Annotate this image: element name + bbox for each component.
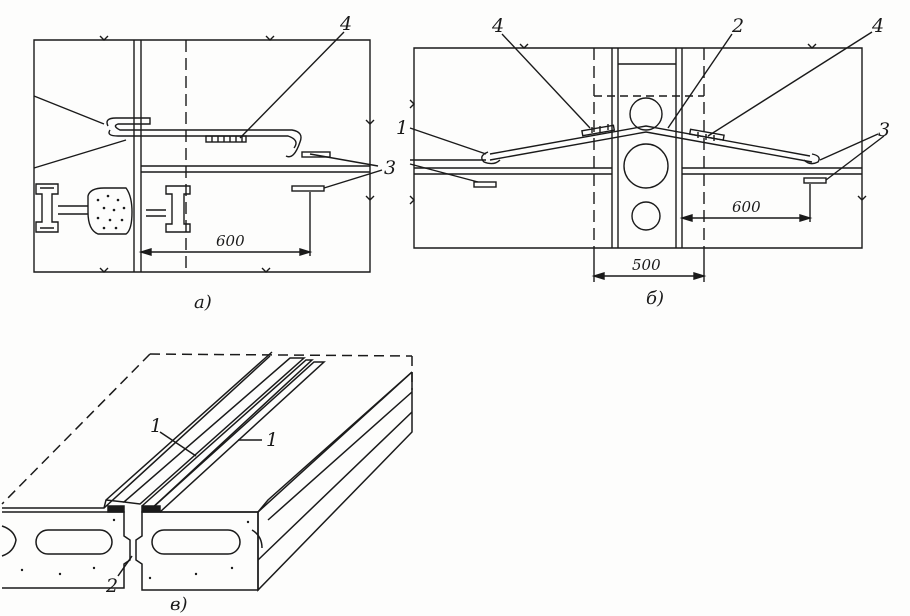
panel-b-anchor-loop: [803, 177, 827, 184]
panel-c-callout-1-right: 1: [266, 429, 278, 451]
panel-b-weld-plate: [688, 128, 725, 141]
panel-c-break-edge: [1, 353, 151, 505]
panel-a-outline: [33, 39, 371, 273]
panel-b-break-mark-top: [519, 43, 817, 49]
panel-a-leader-line: [33, 95, 105, 125]
panel-b-callout-3: 3: [878, 119, 890, 141]
panel-a-weld-hatch: [211, 136, 243, 142]
panel-b-dimension-600: 600: [732, 198, 761, 216]
panel-b-tie-rod: [489, 125, 811, 157]
panel-c-leader-line: [117, 555, 133, 577]
panel-b-weld-plate: [581, 124, 616, 137]
panel-a-leader-line: [309, 153, 379, 167]
panel-b-callout-4-left: 4: [491, 15, 504, 37]
panel-c-grout-rib: [141, 359, 314, 511]
panel-a-dimension-600: 600: [216, 232, 245, 250]
panel-a-concrete-block: [87, 187, 133, 235]
panel-b-anchor-loop: [473, 181, 497, 188]
panel-c-joint-seal: [107, 505, 161, 513]
panel-b-leader-line: [819, 133, 879, 161]
panel-b-leader-line: [667, 33, 733, 129]
panel-b-hollow-core: [631, 201, 661, 231]
panel-b-caption: б): [646, 288, 664, 309]
panel-c-callout-1-left: 1: [150, 415, 162, 437]
panel-c-hollow-core: [1, 525, 17, 557]
panel-c-right-slab-ridge: [257, 371, 413, 561]
panel-a-leader-line: [239, 31, 345, 139]
panel-b-drawing: [409, 31, 885, 282]
panel-a-drawing: [33, 31, 383, 273]
panel-a-callout-3: 3: [384, 157, 396, 179]
panel-b-callout-1: 1: [396, 117, 408, 139]
panel-a-fixture: [40, 187, 54, 229]
panel-b-weld-hatch: [591, 124, 715, 141]
panel-b-hollow-core: [623, 143, 669, 189]
panel-c-drawing: [1, 351, 413, 592]
panel-b-callout-2: 2: [731, 15, 744, 37]
panel-c-left-front: [2, 511, 131, 589]
panel-b-leader-line: [707, 31, 873, 137]
panel-a-break-mark-top: [99, 35, 275, 41]
panel-a-fixture: [165, 185, 191, 233]
panel-a-tie-rod: [106, 117, 302, 158]
panel-a-concrete-dots: [96, 194, 126, 230]
panel-c-left-slab-rib: [103, 351, 273, 509]
panel-a-weld-plate: [205, 135, 247, 143]
panel-b-callout-4-right: 4: [871, 15, 884, 37]
panel-b-dimension-arrow: [591, 272, 707, 280]
panel-b-break-mark-left: [409, 99, 415, 205]
panel-c-hollow-core: [151, 529, 241, 555]
panel-b-leader-line: [825, 135, 885, 181]
panel-b-outline: [413, 47, 863, 249]
panel-a-dimension-arrow: [138, 248, 313, 256]
panel-a-break-mark-bottom: [99, 267, 271, 273]
panel-a-fixture: [35, 183, 59, 233]
panel-b-leader-line: [501, 33, 591, 129]
panel-b-hook: [481, 151, 501, 165]
panel-c-grout-rib: [122, 357, 306, 505]
panel-a-caption: а): [194, 292, 212, 313]
panel-a-callout-4: 4: [339, 13, 352, 35]
panel-c-grout-rib: [149, 361, 326, 513]
panel-a-tie-rod: [108, 129, 297, 149]
panel-c-callout-2: 2: [105, 575, 118, 597]
panel-a-leader-line: [33, 139, 127, 169]
panel-a-leader-line: [323, 169, 383, 189]
panel-c-concrete-dots: [20, 518, 250, 580]
panel-c-right-slab-edge: [257, 372, 413, 592]
panel-b-break-mark-right: [857, 195, 867, 201]
panel-c-leader-line: [159, 431, 197, 457]
panel-b-leader-line: [409, 163, 479, 183]
panel-b-tie-rod: [489, 131, 813, 163]
panel-b-leader-line: [409, 127, 487, 155]
panel-c-right-front: [135, 511, 259, 591]
panel-a-break-mark-right: [365, 119, 375, 201]
panel-a-anchor-loop: [291, 185, 325, 192]
panel-c-right-slab-top: [160, 371, 413, 513]
panel-c-break-edge: [149, 353, 413, 357]
panel-b-hook: [803, 153, 820, 165]
panel-c-left-slab-top: [2, 355, 271, 509]
panel-b-hollow-core: [629, 97, 663, 131]
panel-c-caption: в): [170, 594, 188, 615]
panel-c-hollow-core: [35, 529, 113, 555]
panel-b-dimension-500: 500: [632, 256, 661, 274]
panel-b-dimension-arrow: [679, 214, 813, 222]
panel-a-anchor-loop: [301, 151, 331, 158]
